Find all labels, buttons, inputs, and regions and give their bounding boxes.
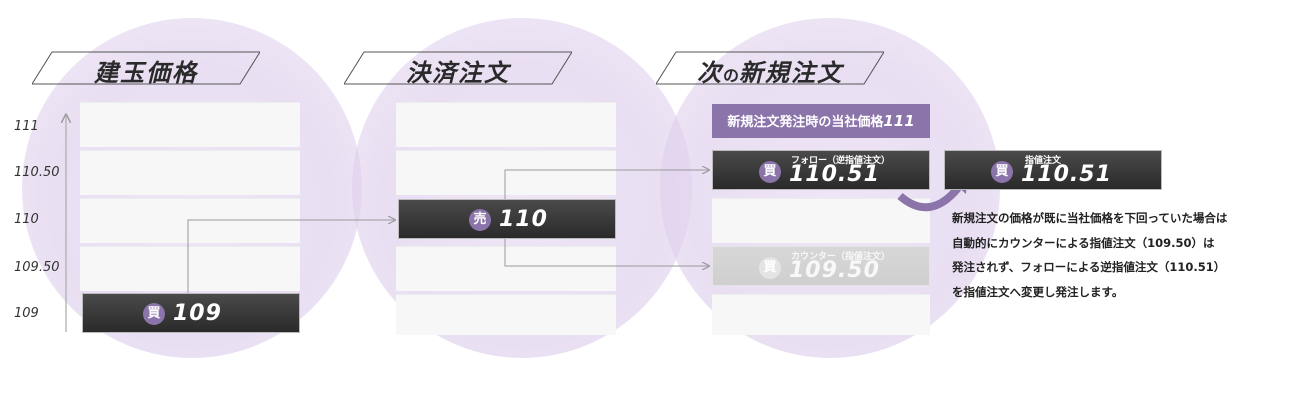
grid-row <box>712 198 930 243</box>
title-frame <box>656 51 884 85</box>
limit-order-label: 指値注文 <box>1025 156 1062 166</box>
counter-order-label: カウンター（指値注文） <box>791 252 891 262</box>
section-title-position: 建玉価格 <box>32 50 260 87</box>
y-tick-label: 109 <box>14 306 39 321</box>
title-suffix: 新規注文 <box>739 59 843 87</box>
buy-badge: 買 <box>991 161 1013 183</box>
grid-row <box>396 102 616 147</box>
explanation-note: 新規注文の価格が既に当社価格を下回っていた場合は 自動的にカウンターによる指値注… <box>952 206 1227 304</box>
title-frame <box>32 51 260 85</box>
arrow-position-to-settle <box>187 220 394 293</box>
order-price: 110.51 <box>1021 162 1112 187</box>
y-tick-label: 110 <box>14 212 39 227</box>
follow-order-bar: 買 フォロー（逆指値注文） 110.51 <box>712 150 930 190</box>
note-line: 自動的にカウンターによる指値注文（109.50）は <box>952 235 1215 250</box>
note-line: 発注されず、フォローによる逆指値注文（110.51） <box>952 260 1226 274</box>
section-title-text: 決済注文 <box>406 59 510 87</box>
title-particle: の <box>722 66 739 85</box>
grid-row <box>712 294 930 335</box>
current-price-label: 新規注文発注時の当社価格 <box>727 115 884 130</box>
position-order-bar: 買 109 <box>82 293 300 333</box>
note-line: 新規注文の価格が既に当社価格を下回っていた場合は <box>952 211 1228 225</box>
arrow-follow-to-limit <box>897 185 962 212</box>
order-price: 109.50 <box>789 258 880 283</box>
limit-order-bar: 買 指値注文 110.51 <box>944 150 1162 190</box>
grid-row <box>396 150 616 195</box>
grid-row <box>396 246 616 291</box>
buy-badge: 買 <box>759 161 781 183</box>
arrow-settle-to-counter <box>504 239 708 266</box>
sell-badge: 売 <box>469 209 491 231</box>
grid-row <box>80 150 300 195</box>
follow-order-label: フォロー（逆指値注文） <box>791 156 891 166</box>
grid-row <box>80 246 300 291</box>
order-price: 109 <box>173 301 222 326</box>
counter-order-bar: 買 カウンター（指値注文） 109.50 <box>712 246 930 286</box>
section-title-settle: 決済注文 <box>344 50 572 87</box>
current-price-box: 新規注文発注時の当社価格111 <box>712 104 930 138</box>
section-title-text: 建玉価格 <box>94 59 198 87</box>
note-line: を指値注文へ変更し発注します。 <box>952 284 1124 299</box>
grid-row <box>80 102 300 147</box>
arrow-settle-to-follow <box>504 170 708 199</box>
y-tick-label: 109.50 <box>14 260 60 275</box>
section-title-text: 次の新規注文 <box>656 53 884 88</box>
buy-badge: 買 <box>759 257 781 279</box>
grid-row <box>396 294 616 335</box>
current-price-value: 111 <box>883 112 915 130</box>
section-title-new-order: 次の新規注文 <box>656 50 884 88</box>
y-tick-label: 111 <box>14 119 39 134</box>
buy-badge: 買 <box>143 303 165 325</box>
settle-order-bar: 売 110 <box>398 199 616 239</box>
order-price: 110.51 <box>789 162 880 187</box>
title-frame <box>344 51 572 85</box>
y-tick-label: 110.50 <box>14 165 60 180</box>
order-price: 110 <box>499 207 548 232</box>
title-prefix: 次 <box>696 59 723 87</box>
